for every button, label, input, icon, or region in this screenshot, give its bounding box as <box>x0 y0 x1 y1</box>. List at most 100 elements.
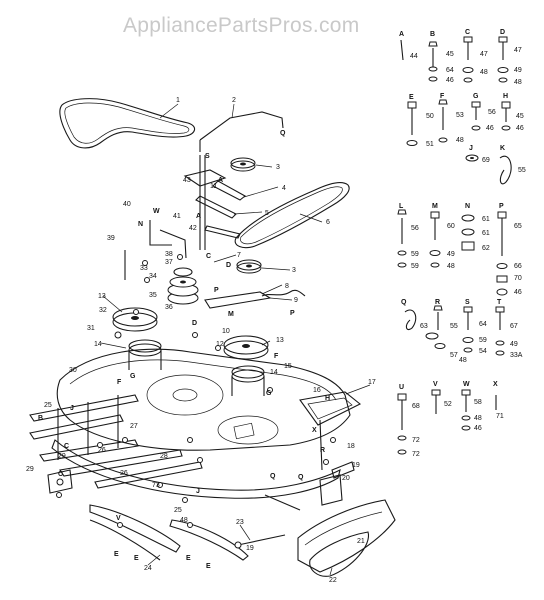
callout-49: 49 <box>514 67 522 74</box>
callout-13b: 13 <box>276 337 284 344</box>
letter-v-main: V <box>116 515 121 522</box>
letter-w-main: W <box>153 208 160 215</box>
callout-25: 25 <box>44 402 52 409</box>
callout-73: 73 <box>152 482 160 489</box>
callout-14: 14 <box>94 341 102 348</box>
letter-n: N <box>465 203 470 210</box>
callout-45b: 45 <box>516 113 524 120</box>
letter-m-main: M <box>228 311 234 318</box>
callout-labels: 1 2 3 4 5 6 7 3 8 9 10 11 12 13 13 14 14… <box>26 47 526 584</box>
callout-64: 64 <box>446 67 454 74</box>
letter-l: L <box>399 203 404 210</box>
callout-4: 4 <box>282 185 286 192</box>
letter-d2-main: D <box>192 320 197 327</box>
letter-h: H <box>503 93 508 100</box>
letter-c-main: C <box>206 253 211 260</box>
callout-27: 27 <box>130 423 138 430</box>
letter-e2-main: E <box>134 555 139 562</box>
callout-60: 60 <box>447 223 455 230</box>
letter-m: M <box>432 203 438 210</box>
callout-70: 70 <box>514 275 522 282</box>
callout-42: 42 <box>189 225 197 232</box>
callout-50: 50 <box>426 113 434 120</box>
callout-46e: 46 <box>474 425 482 432</box>
callout-69: 69 <box>482 157 490 164</box>
callout-47: 47 <box>480 51 488 58</box>
callout-34: 34 <box>149 273 157 280</box>
watermark-text: AppliancePartsPros.com <box>123 14 360 37</box>
callout-53: 53 <box>456 112 464 119</box>
callout-28: 28 <box>160 453 168 460</box>
callout-52: 52 <box>444 401 452 408</box>
callout-18: 18 <box>347 443 355 450</box>
callout-14b: 14 <box>270 369 278 376</box>
callout-26b: 26 <box>120 470 128 477</box>
letter-g-main: G <box>130 373 136 380</box>
callout-32: 32 <box>99 307 107 314</box>
callout-59b: 59 <box>411 263 419 270</box>
letter-f-main: F <box>117 379 122 386</box>
callout-72b: 72 <box>412 451 420 458</box>
callout-48b: 48 <box>480 69 488 76</box>
callout-38: 38 <box>165 251 173 258</box>
scattered-fasteners <box>56 254 336 528</box>
callout-46d: 46 <box>514 289 522 296</box>
callout-48c: 48 <box>514 79 522 86</box>
letter-p-main: P <box>214 287 219 294</box>
letter-x: X <box>493 381 498 388</box>
callout-31: 31 <box>87 325 95 332</box>
callout-26: 26 <box>98 447 106 454</box>
letter-a2-main: A <box>196 213 201 220</box>
callout-9: 9 <box>294 297 298 304</box>
callout-48e: 48 <box>447 263 455 270</box>
callout-19: 19 <box>352 462 360 469</box>
letter-p2-main: P <box>290 310 295 317</box>
letter-g: G <box>473 93 479 100</box>
callout-15: 15 <box>284 363 292 370</box>
callout-48g: 48 <box>474 415 482 422</box>
callout-56: 56 <box>488 109 496 116</box>
letter-a-main: A <box>218 177 223 184</box>
letter-t: T <box>497 299 502 306</box>
callout-61b: 61 <box>482 230 490 237</box>
callout-51: 51 <box>426 141 434 148</box>
letter-h-main: H <box>325 395 330 402</box>
callout-54: 54 <box>479 348 487 355</box>
callout-12: 12 <box>216 341 224 348</box>
callout-1: 1 <box>176 97 180 104</box>
callout-6: 6 <box>326 219 330 226</box>
letter-j2-main: J <box>196 488 200 495</box>
letter-x-main: X <box>312 427 317 434</box>
callout-67: 67 <box>510 323 518 330</box>
callout-66: 66 <box>514 263 522 270</box>
letter-r: R <box>435 299 440 306</box>
callout-21: 21 <box>357 538 365 545</box>
callout-17: 17 <box>368 379 376 386</box>
callout-23: 23 <box>236 519 244 526</box>
callout-24: 24 <box>144 565 152 572</box>
callout-65: 65 <box>514 223 522 230</box>
callout-56b: 56 <box>411 225 419 232</box>
callout-2: 2 <box>232 97 236 104</box>
letter-q-main: Q <box>280 130 286 137</box>
letter-d: D <box>500 29 505 36</box>
callout-33a: 33A <box>510 352 523 359</box>
letter-s-main: S <box>205 153 210 160</box>
callout-22: 22 <box>329 577 337 584</box>
callout-48f: 48 <box>459 357 467 364</box>
letter-e-main: E <box>114 551 119 558</box>
callout-58: 58 <box>474 399 482 406</box>
letter-p: P <box>499 203 504 210</box>
callout-8: 8 <box>285 283 289 290</box>
hardware-column <box>397 36 512 455</box>
callout-46: 46 <box>446 77 454 84</box>
callout-55b: 55 <box>450 323 458 330</box>
callout-64b: 64 <box>479 321 487 328</box>
callout-11: 11 <box>210 183 217 190</box>
callout-72: 72 <box>412 437 420 444</box>
callout-48d: 48 <box>456 137 464 144</box>
callout-57: 57 <box>450 352 458 359</box>
hardware-letter-labels: A B C D E F G H J K L M N P Q R S T U V … <box>38 29 508 570</box>
letter-f: F <box>440 93 445 100</box>
